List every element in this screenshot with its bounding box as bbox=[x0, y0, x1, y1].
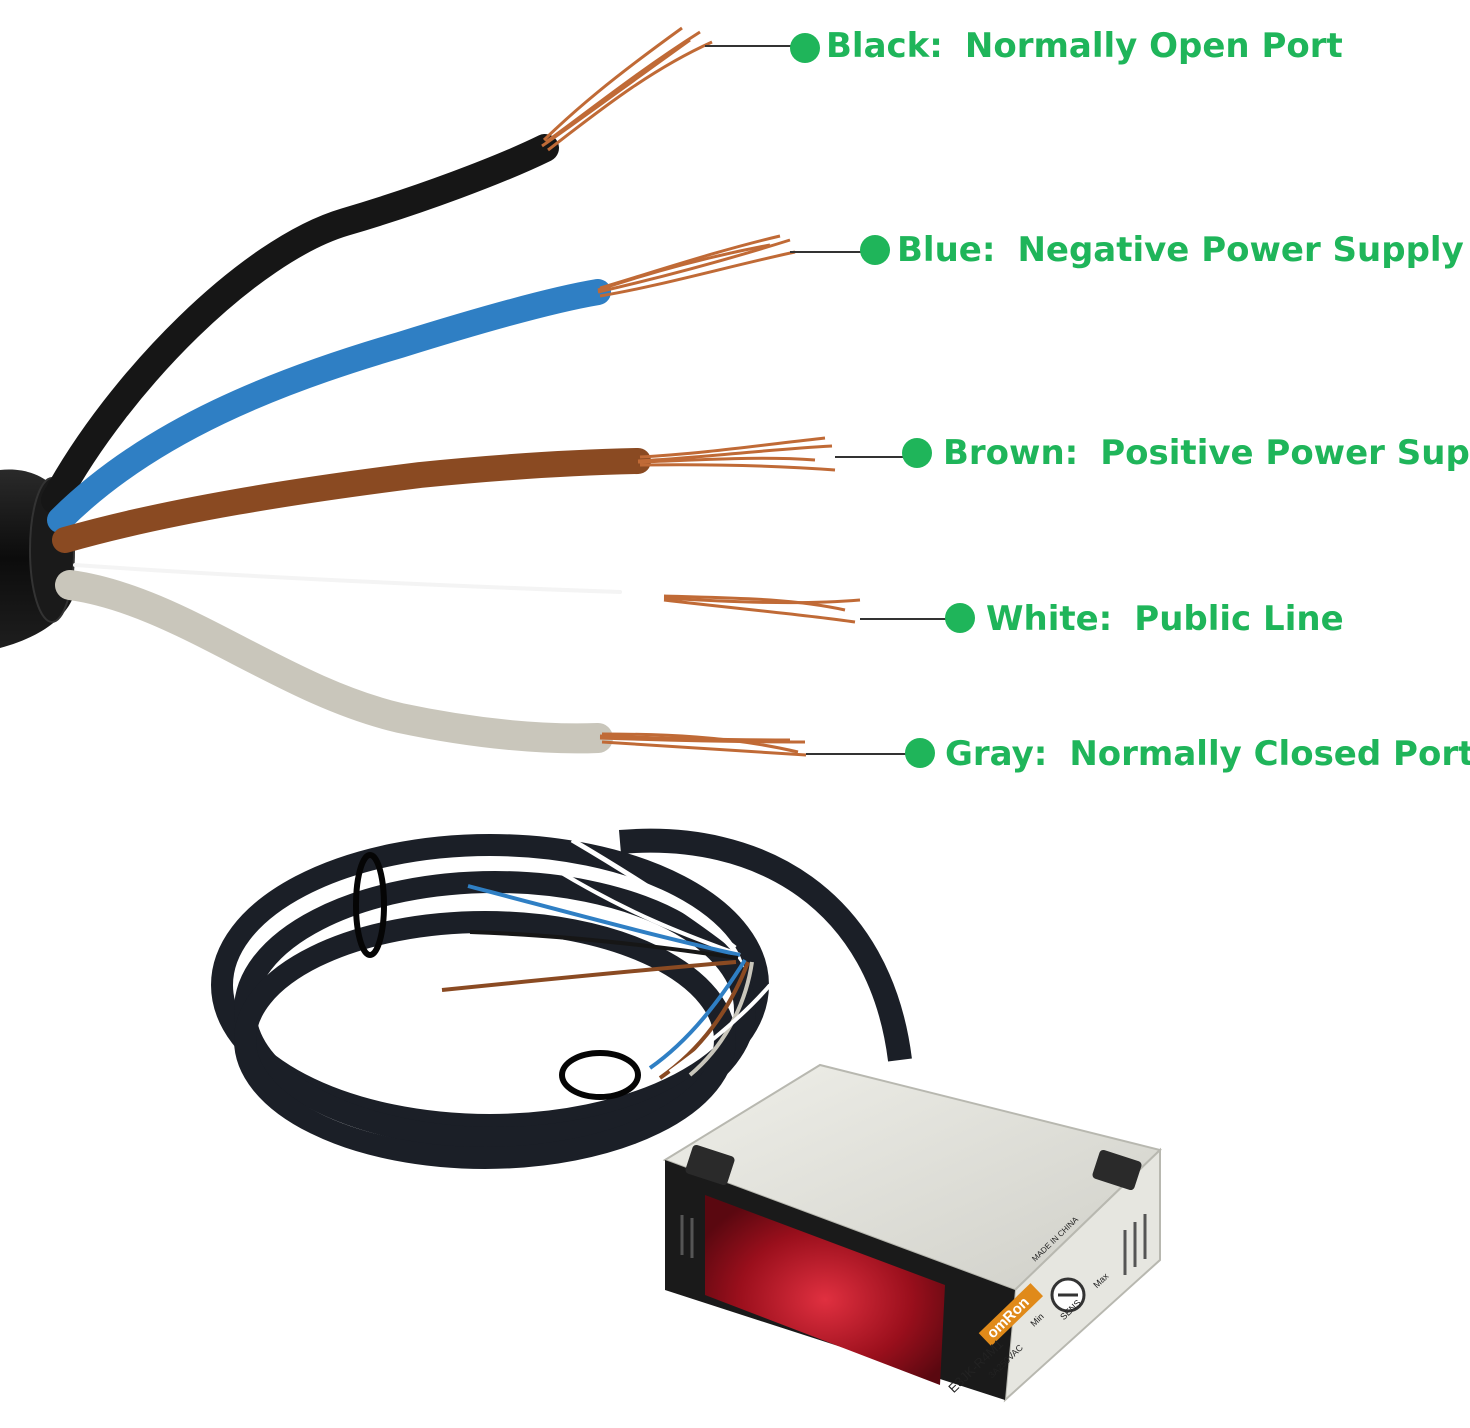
wire-function: Normally Open Port bbox=[964, 26, 1343, 66]
label-blue-wire: Blue: Negative Power Supply bbox=[897, 233, 1464, 267]
blue-wire-insulation bbox=[47, 279, 611, 533]
bullet-dot-blue bbox=[860, 235, 890, 265]
wire-color-name: White: bbox=[986, 599, 1113, 639]
wire-function: Positive Power Supply bbox=[1100, 433, 1470, 473]
gray-wire-insulation bbox=[55, 570, 613, 754]
sensor-vents bbox=[680, 1214, 1147, 1275]
loose-wires bbox=[441, 837, 772, 1080]
leader-line-white bbox=[860, 618, 955, 620]
mount-hole bbox=[1092, 1149, 1142, 1191]
bullet-dot-brown bbox=[902, 438, 932, 468]
white-wire-insulation bbox=[73, 563, 622, 594]
leader-line-blue bbox=[790, 251, 870, 253]
label-gray-wire: Gray: Normally Closed Port bbox=[945, 737, 1470, 771]
wire-function: Normally Closed Port bbox=[1069, 734, 1470, 774]
leader-line-gray bbox=[806, 753, 916, 755]
gray-wire-copper bbox=[599, 732, 807, 757]
bullet-dot-gray bbox=[905, 738, 935, 768]
brand-plate bbox=[978, 1283, 1044, 1347]
label-black-wire: Black: Normally Open Port bbox=[826, 29, 1343, 63]
wire-color-name: Gray: bbox=[945, 734, 1048, 774]
cable-to-sensor bbox=[618, 828, 912, 1062]
sensor-lens bbox=[705, 1195, 945, 1385]
cable-tie bbox=[353, 852, 387, 958]
sensor-product: omRon E3JK-R4M1 3A250VAC MADE IN CHINA S… bbox=[211, 828, 1162, 1403]
brown-wire-insulation bbox=[52, 448, 651, 553]
black-wire-copper bbox=[541, 26, 713, 152]
label-white-wire: White: Public Line bbox=[986, 602, 1344, 636]
brown-wire-copper bbox=[637, 436, 836, 472]
wire-color-name: Blue: bbox=[897, 230, 996, 270]
label-brown-wire: Brown: Positive Power Supply bbox=[943, 436, 1470, 470]
leader-line-black bbox=[705, 45, 800, 47]
white-wire-copper bbox=[663, 594, 861, 624]
bullet-dot-black bbox=[790, 33, 820, 63]
cable-closeup bbox=[0, 26, 861, 757]
leader-line-brown bbox=[835, 456, 915, 458]
cable-tie bbox=[559, 1050, 641, 1100]
wire-function: Public Line bbox=[1134, 599, 1344, 639]
wire-color-name: Brown: bbox=[943, 433, 1079, 473]
wire-color-name: Black: bbox=[826, 26, 943, 66]
blue-wire-copper bbox=[597, 234, 796, 298]
wire-function: Negative Power Supply bbox=[1017, 230, 1464, 270]
mount-hole bbox=[685, 1144, 735, 1186]
bullet-dot-white bbox=[945, 603, 975, 633]
sensor-body: omRon E3JK-R4M1 3A250VAC MADE IN CHINA S… bbox=[662, 1063, 1162, 1403]
black-wire-insulation bbox=[41, 134, 559, 514]
